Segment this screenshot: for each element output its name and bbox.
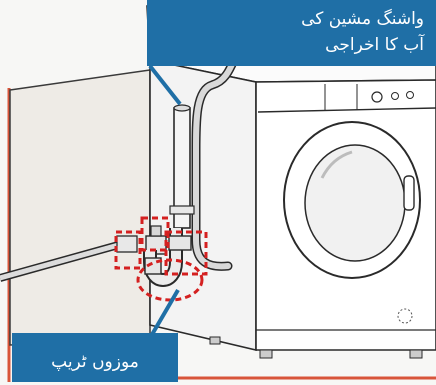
callout-drain-outlet: واشنگ مشین کی آب کا اخراجی: [147, 0, 436, 66]
machine-foot: [410, 350, 422, 358]
back-wall-panel: [10, 70, 150, 345]
callout-bottom-label: موزوں ٹریپ: [51, 352, 139, 372]
machine-foot: [210, 337, 220, 344]
button-icon: [392, 93, 399, 100]
button-icon: [407, 92, 414, 99]
callout-trap: موزوں ٹریپ: [12, 333, 178, 382]
program-knob-icon: [372, 92, 382, 102]
callout-top-line1: واشنگ مشین کی: [147, 6, 424, 32]
pipe-clamp: [170, 206, 194, 214]
machine-foot: [260, 350, 272, 358]
callout-top-line2: آب کا اخراجی: [147, 32, 424, 58]
door-inner-icon: [305, 145, 405, 261]
door-handle-icon: [404, 176, 414, 210]
